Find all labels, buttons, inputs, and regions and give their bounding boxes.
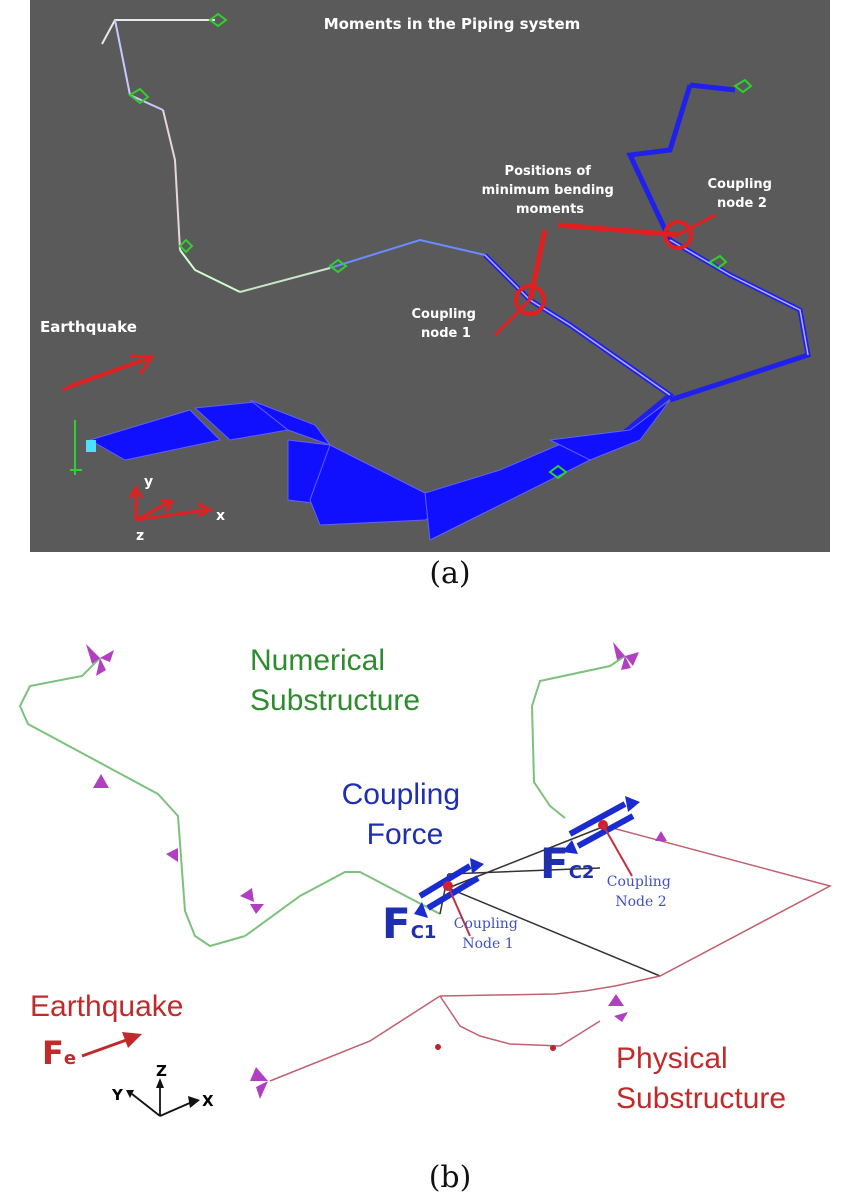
caption-a: (a): [429, 556, 471, 591]
coupling-node-2-marker: [557, 213, 716, 250]
pipe-run-left: [101, 19, 486, 293]
panel-b-substructure-diagram: Numerical Substructure Coupling Force FC…: [18, 642, 833, 1117]
support-markers: [70, 12, 753, 480]
panel-a-title: Moments in the Piping system: [324, 15, 581, 33]
coupling-force-2-marker: [562, 796, 640, 877]
support-markers-b: [86, 642, 667, 1099]
fc2-label: FC2: [540, 839, 594, 888]
panel-a-moments-diagram: Moments in the Piping system: [30, 0, 830, 552]
coupling-node-2-label-a: Coupling node 2: [707, 177, 776, 211]
coupling-force-1-marker: [414, 858, 484, 937]
fe-label: Fe: [42, 1034, 76, 1072]
axes-triad-b: [126, 1078, 200, 1117]
axis-x-label-a: x: [216, 508, 225, 524]
earthquake-label-b: Earthquake: [30, 990, 183, 1023]
earthquake-arrow-a: [61, 354, 155, 392]
physical-pipe: [269, 825, 833, 1082]
coupling-node-1-label-b: Coupling Node 1: [454, 916, 523, 952]
fixed-anchor: [86, 440, 96, 452]
positions-label: Positions of minimum bending moments: [482, 164, 619, 217]
numerical-pipe: [18, 655, 626, 948]
fc1-label: FC1: [382, 899, 436, 948]
physical-substructure-label: Physical Substructure: [616, 1042, 786, 1115]
caption-b: (b): [428, 1160, 472, 1195]
numerical-substructure-label: Numerical Substructure: [250, 644, 420, 717]
coupling-node-1-marker: [493, 229, 548, 337]
coupling-node-2-label-b: Coupling Node 2: [607, 874, 676, 910]
axes-triad-a: [128, 485, 214, 522]
pipe-run-thin-right: [484, 239, 809, 396]
axis-y-label-a: y: [144, 474, 153, 490]
coupling-node-1-label-a: Coupling node 1: [411, 307, 480, 341]
coupling-force-label: Coupling Force: [342, 778, 469, 851]
earthquake-arrow-b: [81, 1032, 142, 1058]
earthquake-label-a: Earthquake: [40, 318, 137, 336]
axis-x-label-b: X: [202, 1092, 214, 1110]
axis-y-label-b: Y: [111, 1086, 124, 1104]
moment-bands: [88, 399, 671, 541]
physical-pipe-points: [435, 1044, 556, 1051]
axis-z-label-b: Z: [156, 1062, 167, 1080]
axis-z-label-a: z: [136, 528, 144, 544]
